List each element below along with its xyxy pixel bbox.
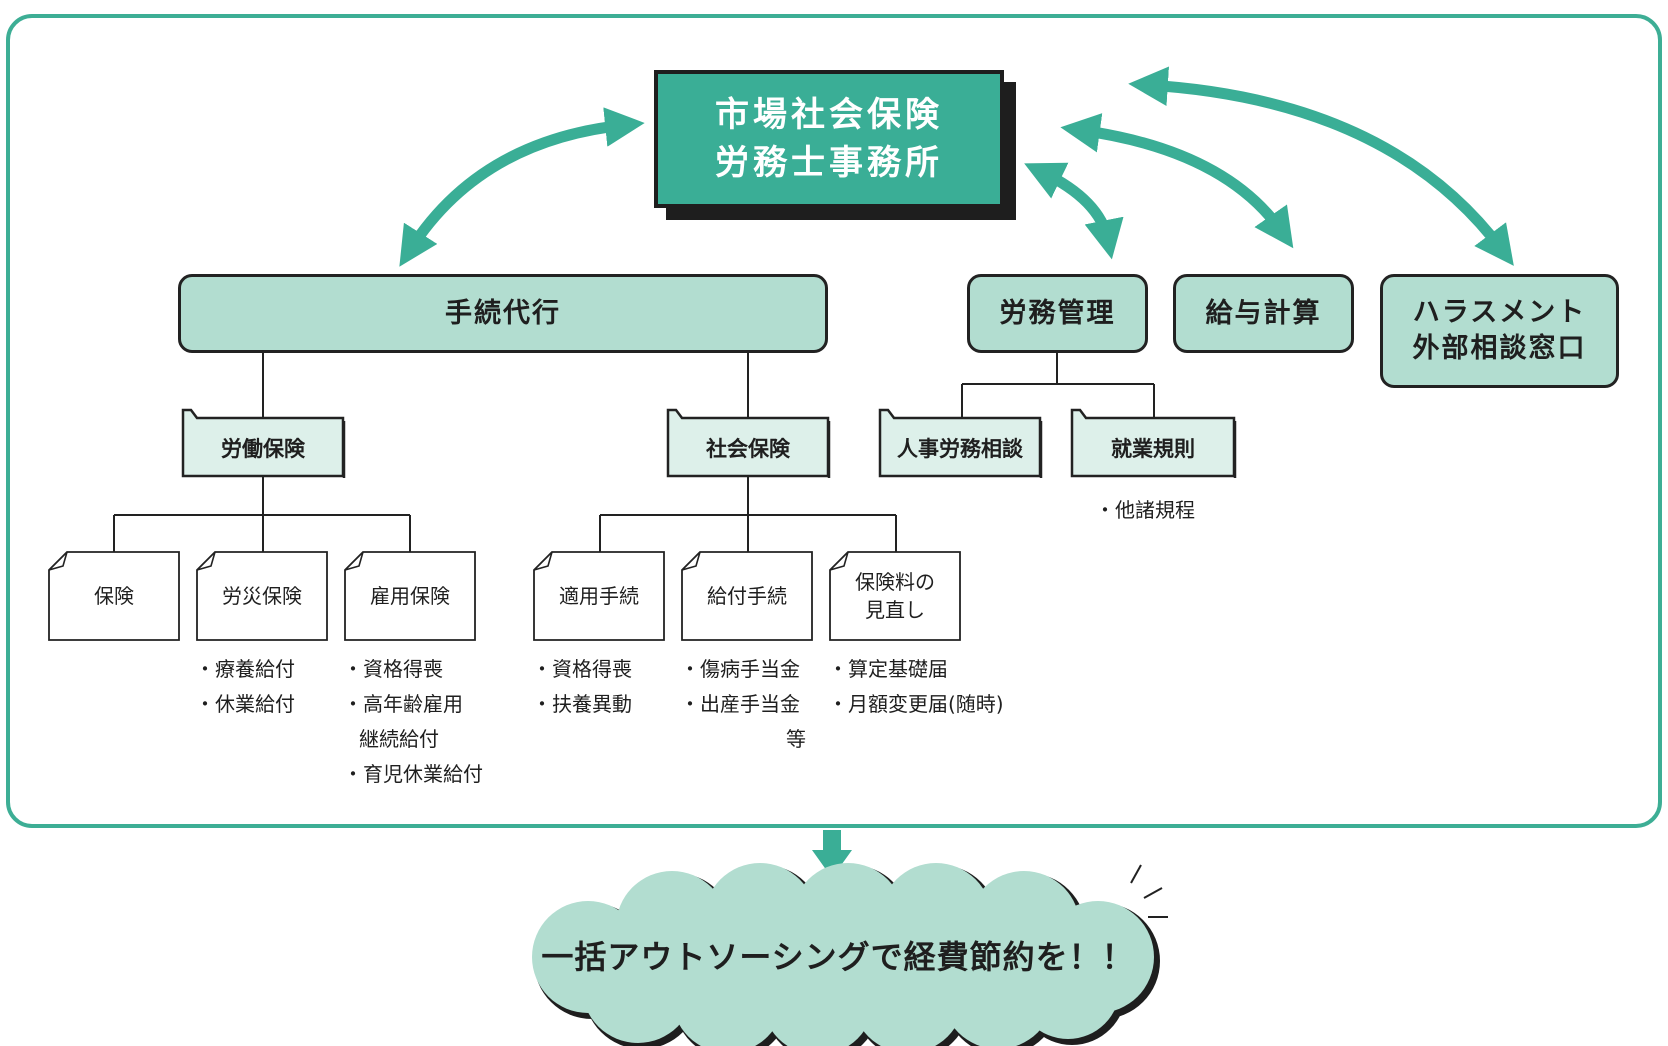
- note-item: ・育児休業給付: [343, 762, 483, 786]
- category-harassment: ハラスメント 外部相談窓口: [1380, 274, 1619, 388]
- office-box: 市場社会保険 労務士事務所: [654, 70, 1004, 208]
- note-item: ・休業給付: [195, 692, 295, 716]
- office-name-line2: 労務士事務所: [715, 143, 943, 183]
- tree-connectors: [113, 353, 1155, 552]
- doc-accident-insurance-label: 労災保険: [222, 584, 302, 608]
- doc-insurance-label: 保険: [94, 584, 134, 608]
- document-shapes: [48, 551, 961, 641]
- doc-premium-review-line2: 見直し: [865, 598, 925, 622]
- document-folds: [48, 551, 849, 571]
- folder-shadows: [342, 421, 1237, 478]
- down-arrow-icon: [812, 830, 852, 878]
- burst-lines-icon: [1130, 864, 1168, 918]
- note-item: ・出産手当金: [680, 692, 800, 716]
- note-item: ・月額変更届(随時): [828, 692, 1004, 716]
- document-icon: [344, 551, 476, 641]
- cloud-shape: [532, 863, 1160, 1046]
- doc-insurance: 保険: [49, 552, 179, 640]
- note-item-continuation: 継続給付: [359, 727, 439, 751]
- category-harassment-line2: 外部相談窓口: [1412, 333, 1587, 364]
- notes-premium-review: ・算定基礎届 ・月額変更届(随時): [828, 652, 1004, 722]
- notes-accident-insurance: ・療養給付 ・休業給付: [195, 652, 295, 722]
- doc-applicable-procedures-label: 適用手続: [559, 584, 639, 608]
- note-item: ・他諸規程: [1095, 498, 1195, 522]
- doc-premium-review-line1: 保険料の: [855, 570, 935, 594]
- note-item-continuation: 等: [786, 727, 806, 751]
- document-icon: [681, 551, 813, 641]
- note-item: ・扶養異動: [532, 692, 632, 716]
- folder-social-insurance: 社会保険: [706, 437, 790, 461]
- note-item: ・療養給付: [195, 657, 295, 681]
- doc-accident-insurance: 労災保険: [197, 552, 327, 640]
- note-item: ・資格得喪: [343, 657, 443, 681]
- outsourcing-banner: 一括アウトソーシングで経費節約を！！: [541, 938, 1135, 976]
- document-icon: [829, 551, 961, 641]
- arrow-office-harassment: [1128, 66, 1514, 266]
- doc-applicable-procedures: 適用手続: [534, 552, 664, 640]
- note-item: ・高年齢雇用: [343, 692, 463, 716]
- office-name-line1: 市場社会保険: [715, 95, 943, 135]
- note-item: ・資格得喪: [532, 657, 632, 681]
- doc-benefit-procedures: 給付手続: [682, 552, 812, 640]
- notes-benefit-procedures: ・傷病手当金 ・出産手当金 等: [680, 652, 806, 757]
- folder-hr-consultation: 人事労務相談: [897, 437, 1023, 461]
- doc-premium-review: 保険料の 見直し: [830, 552, 960, 640]
- arrow-office-procedures: [399, 107, 645, 267]
- doc-employment-insurance: 雇用保険: [345, 552, 475, 640]
- category-payroll-label: 給与計算: [1205, 297, 1322, 329]
- document-icon: [196, 551, 328, 641]
- notes-work-rules: ・他諸規程: [1095, 493, 1195, 528]
- note-item: ・算定基礎届: [828, 657, 948, 681]
- folder-shapes: [181, 408, 1236, 478]
- folder-labor-insurance: 労働保険: [221, 437, 305, 461]
- notes-employment-insurance: ・資格得喪 ・高年齢雇用 継続給付 ・育児休業給付: [343, 652, 483, 792]
- doc-employment-insurance-label: 雇用保険: [370, 584, 450, 608]
- notes-applicable-procedures: ・資格得喪 ・扶養異動: [532, 652, 632, 722]
- folder-work-rules: 就業規則: [1111, 437, 1195, 461]
- category-harassment-line1: ハラスメント: [1412, 297, 1587, 328]
- category-labor-management-label: 労務管理: [999, 297, 1116, 329]
- service-frame: [6, 14, 1662, 828]
- category-payroll: 給与計算: [1173, 274, 1354, 353]
- note-item: ・傷病手当金: [680, 657, 800, 681]
- category-labor-management: 労務管理: [967, 274, 1148, 353]
- document-icon: [533, 551, 665, 641]
- category-procedures: 手続代行: [178, 274, 828, 353]
- doc-benefit-procedures-label: 給付手続: [707, 584, 787, 608]
- category-procedures-label: 手続代行: [445, 297, 561, 329]
- document-icon: [48, 551, 180, 641]
